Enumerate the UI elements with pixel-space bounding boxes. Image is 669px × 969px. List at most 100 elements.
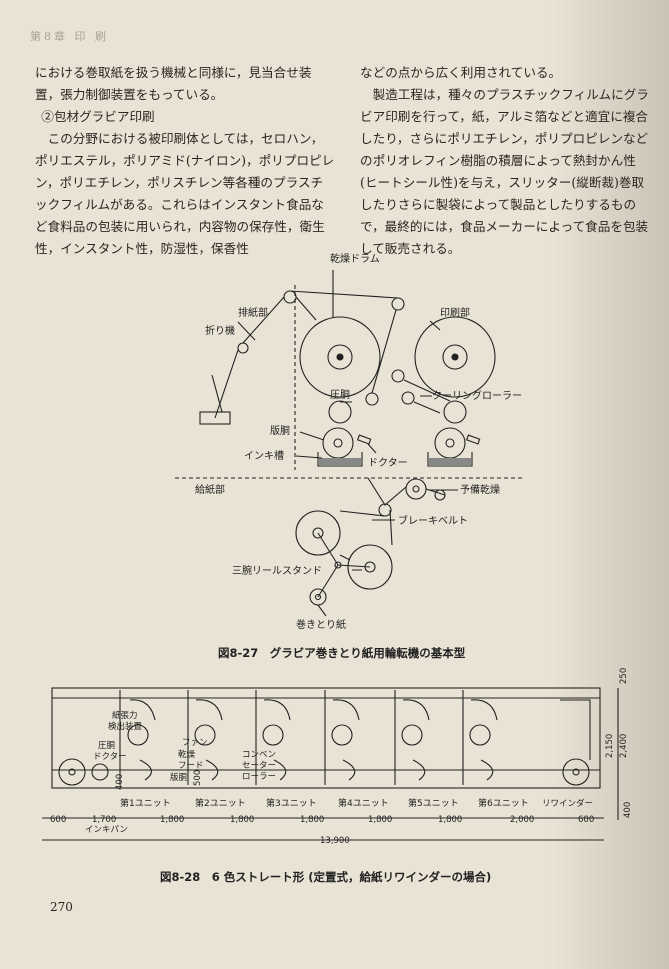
dryer-roll [469,724,491,746]
vdim-250: 250 [619,668,629,684]
ink-fill [319,458,361,465]
rewinder-frame [560,699,591,760]
dim-1800: 1,800 [300,815,324,825]
label-brake-belt: ブレーキベルト [398,514,468,527]
unit-internals [187,690,223,785]
reel-hub [312,527,324,539]
dryer-roll [194,724,216,746]
dim-1700: 1,700 [92,815,116,825]
guide-roller [391,369,405,383]
dim-1800: 1,800 [160,815,184,825]
label-rewind-paper: 巻きとり紙 [296,618,346,631]
label-unit-3: 第3ユニット [266,797,317,809]
label-drying-drum: 乾燥ドラム [330,252,380,265]
label-cooling-roller: クーリングローラー [432,389,522,402]
dryer-roll [401,724,423,746]
unit-internals [394,690,430,785]
folder-arm [211,374,223,413]
label-folder: 折り機 [205,324,235,337]
impression-cylinder-right [443,400,467,424]
drying-drum-left [299,316,381,398]
paragraph: などの点から広く利用されている。 [360,65,562,80]
plate-hub [333,438,343,448]
label-impression: 圧胴 [330,389,350,401]
reel-stand-arms [317,532,371,598]
machine-frame [51,687,601,789]
label-reel-stand: 三腕リールスタンド [232,564,322,577]
label-infeed: インキパン [85,825,128,835]
label-predry: 予備乾燥 [460,483,500,496]
label-ink-tank: インキ槽 [244,449,284,462]
dim-1800: 1,800 [368,815,392,825]
dim-600-left: 600 [50,815,66,825]
dim-600-right: 600 [578,815,594,825]
unit-internals [324,690,360,785]
dryer-roll [262,724,284,746]
label-unit-2: 第2ユニット [195,797,246,809]
plate-hub [445,438,455,448]
label-plate-cylinder: 版胴 [270,424,290,437]
figure-8-28-caption: 図8-28 6 色ストレート形 (定置式，給紙リワインダーの場合) [160,870,492,884]
label-printing: 印刷部 [440,306,470,319]
guide-roller [401,391,415,405]
label-delivery: 排紙部 [238,306,268,319]
running-header: 第8章 印 刷 [30,30,109,43]
drum-hub [442,344,468,370]
label-unit-1: 第1ユニット [120,797,171,809]
dim-1800: 1,800 [438,815,462,825]
leader-lines [237,270,458,617]
paragraph: この分野における被印刷体としては，セロハン，ポリエステル，ポリアミド(ナイロン)… [35,131,335,256]
impression-cylinder-left [328,400,352,424]
infeed-roller [91,763,109,781]
web-path [214,290,451,419]
drum-axle [336,353,344,361]
ink-tank-right [427,452,473,467]
paper-reel-lower [347,544,393,590]
dryer-roll [331,724,353,746]
label-plate-28: 版胴 [170,772,187,783]
label-fan: ファン [182,738,208,748]
label-rewinder: リワインダー [542,798,593,809]
label-unit-4: 第4ユニット [338,797,389,809]
dim-total: 13,900 [320,836,350,846]
unit-internals [255,690,291,785]
label-impression-28: 圧胴 [98,741,115,751]
paper-reel-upper [295,510,341,556]
reel-hub [572,768,580,776]
reel-hub [314,593,322,601]
vdim-2400: 2,400 [619,734,629,758]
unit-3 [255,690,291,785]
label-doctor-28: ドクター [93,752,127,762]
label-convenor-1: コンベン [242,750,276,760]
ink-tank-left [317,452,363,467]
page-number: 270 [50,900,73,914]
paragraph: 製造工程は，種々のプラスチックフィルムにグラビア印刷を行って，紙，アルミ箔などと… [360,87,649,256]
drum-hub [327,344,353,370]
vdim-500: 500 [193,770,203,786]
left-column: における巻取紙を扱う機械と同様に，見当合せ装置，張力制御装置をもっている。 ②包… [35,62,335,260]
label-convenor-3: ローラー [242,772,276,782]
web-path [339,509,393,561]
reel-hub [68,768,76,776]
label-detector: 検出装置 [108,721,143,732]
unit-internals [119,690,156,785]
label-tension: 紙張力 [112,710,138,721]
figure-8-28-diagram [42,687,619,841]
vdim-400-right: 400 [623,802,633,818]
label-unit-5: 第5ユニット [408,797,459,809]
paragraph: における巻取紙を扱う機械と同様に，見当合せ装置，張力制御装置をもっている。 [35,65,312,102]
figure-8-27-caption: 図8-27 グラビア巻きとり紙用輪転機の基本型 [218,646,466,660]
unit-2 [187,690,223,785]
predry-hub [412,485,420,493]
dryer-roll [127,724,149,746]
drying-drum-right [414,316,496,398]
unit-4 [324,690,360,785]
label-unit-6: 第6ユニット [478,797,529,809]
folder-unit [199,411,231,425]
label-drying: 乾燥 [178,749,196,760]
doctor-blade-right [465,434,481,445]
label-convenor-2: セーター [242,761,276,771]
